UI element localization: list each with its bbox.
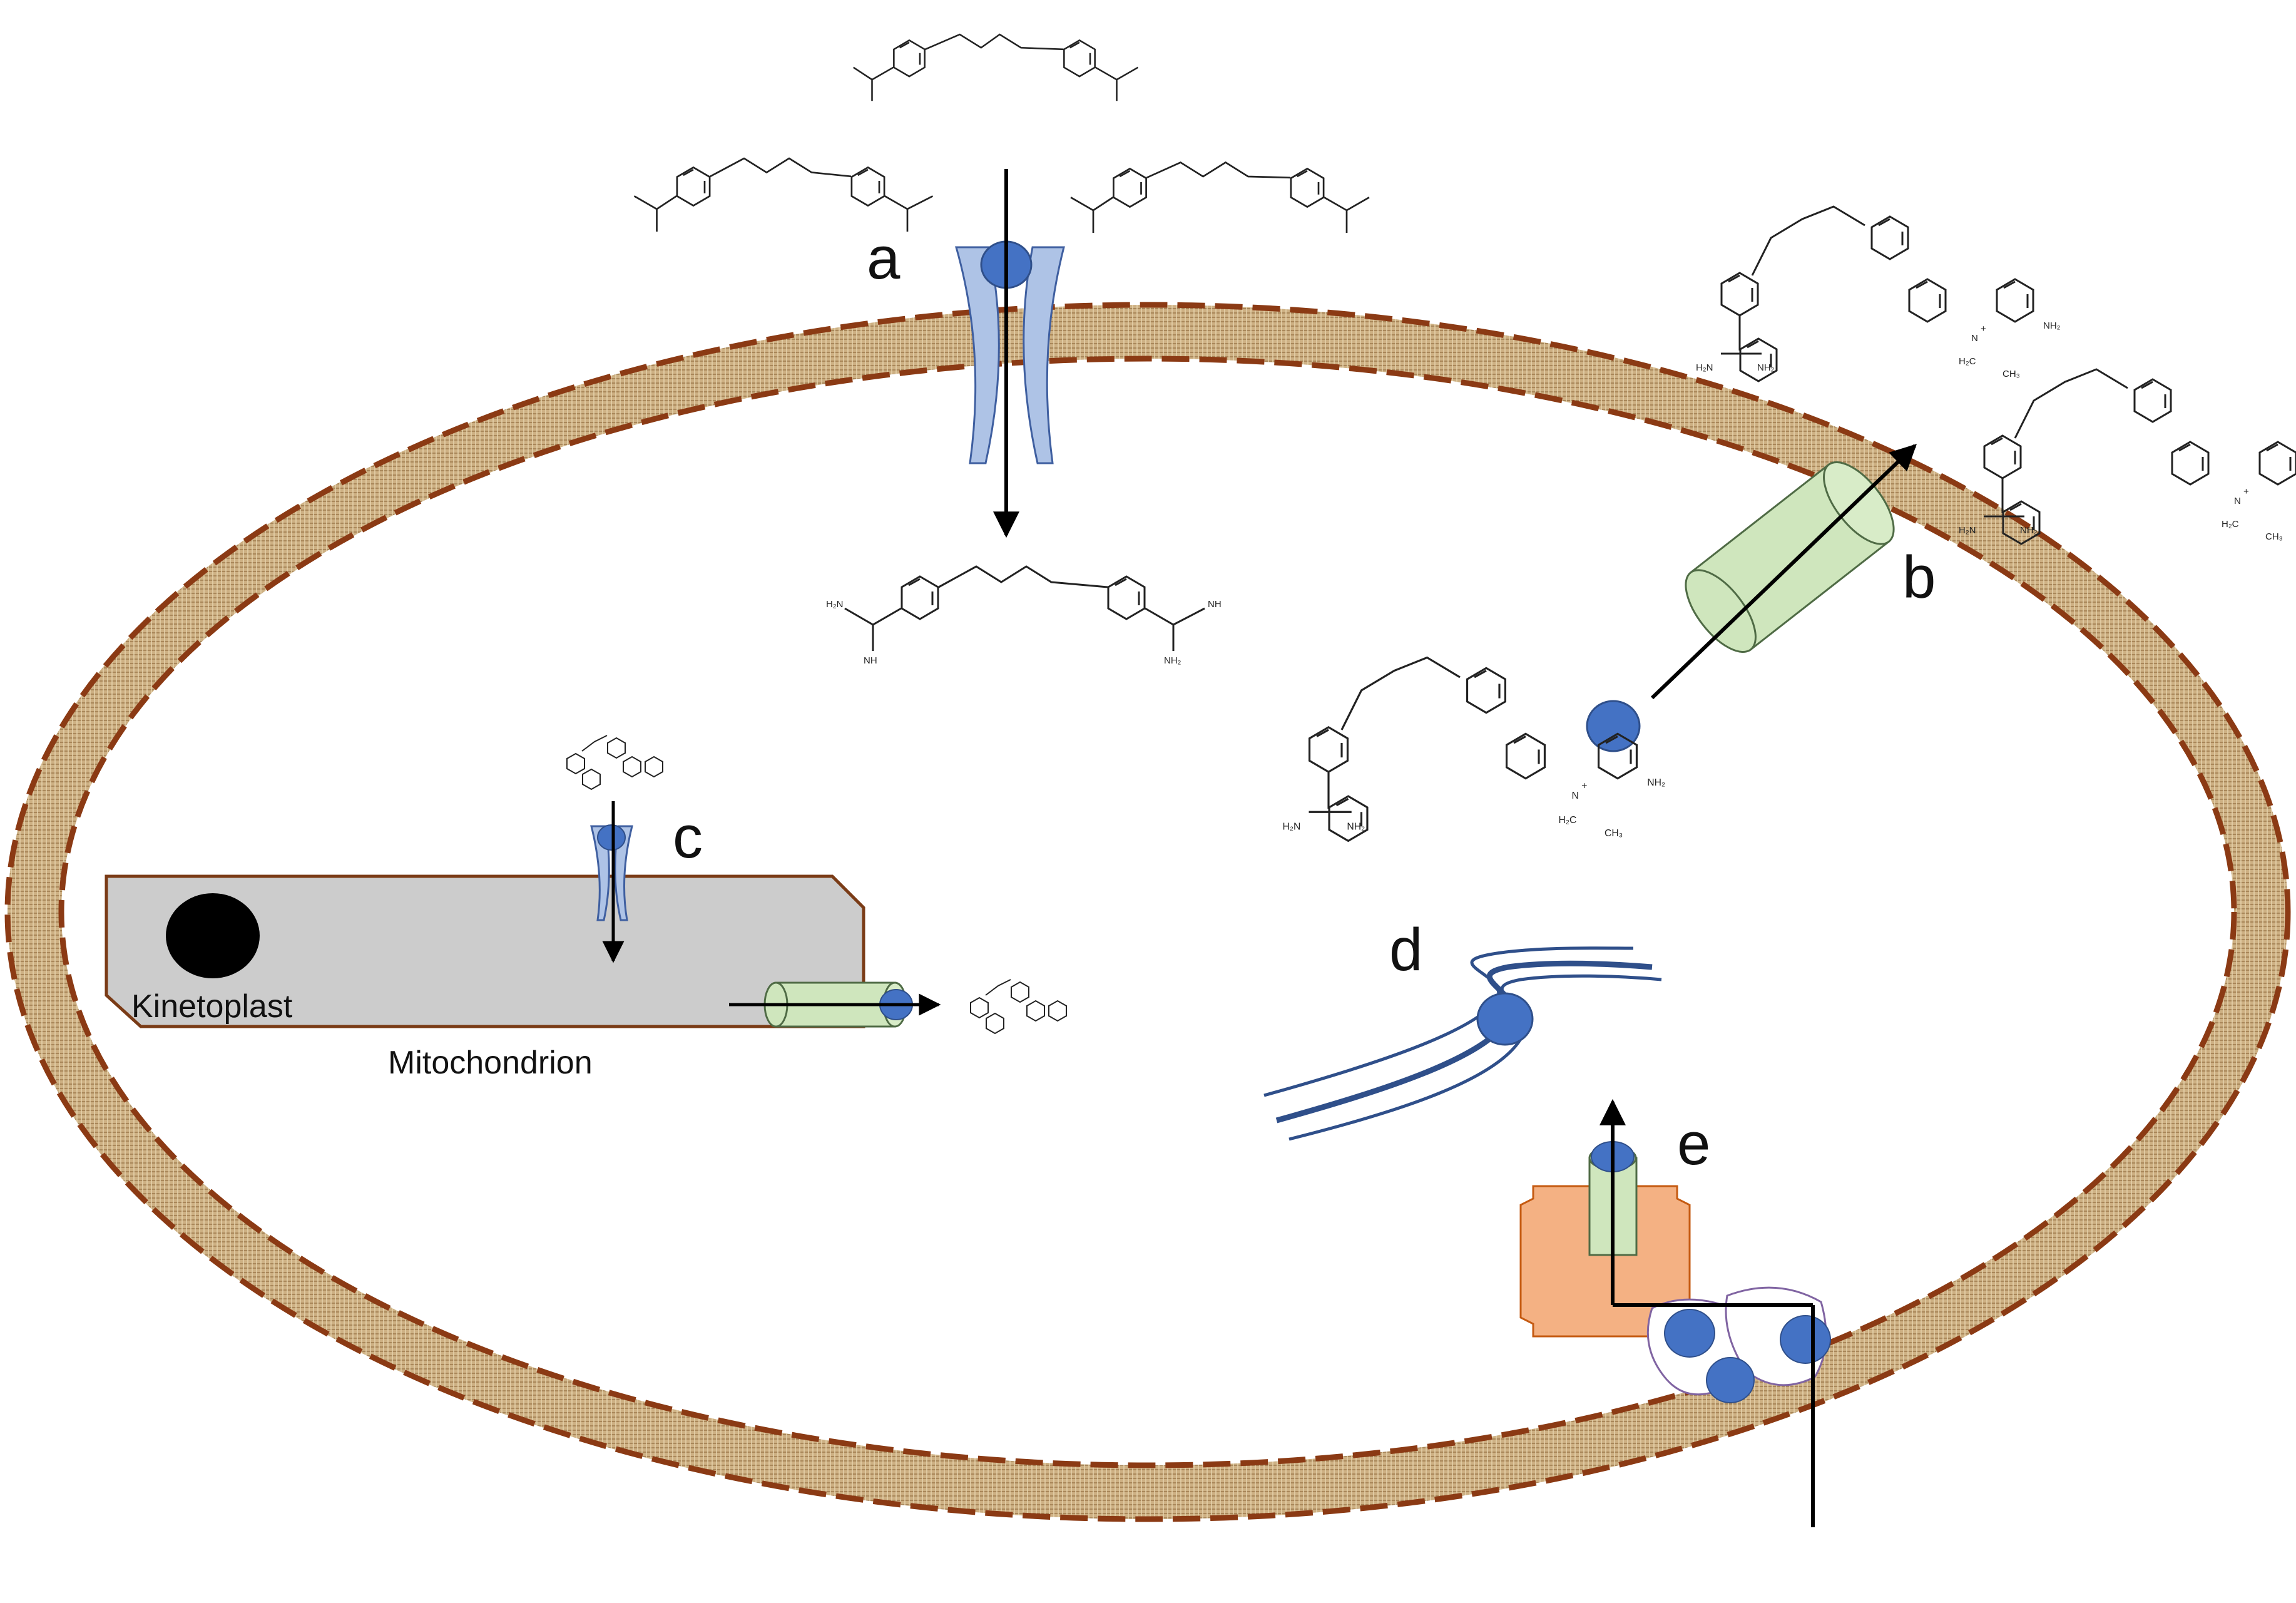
label-kinetoplast: Kinetoplast [131,988,293,1025]
formula-nh2-b3b: NH₂ [1647,777,1665,788]
formula-ch3-b2: CH₃ [2265,531,2283,542]
drug-molecule-d [1476,992,1534,1046]
formula-nh2-b1b: NH₂ [2043,320,2061,331]
formula-ch3-b3: CH₃ [1605,828,1623,839]
molecule-isometamidium-3: H₂N NH₂ N + H₂C CH₃ NH₂ [1283,656,1665,842]
drug-molecule-c [597,824,626,851]
formula-plus-b1: + [1981,324,1986,334]
label-d: d [1389,916,1422,983]
molecule-isometamidium-2: H₂N NH₂ N + H₂C CH₃ NH₂ [1959,368,2296,545]
molecule-small-c-right [970,979,1067,1034]
label-b: b [1902,544,1936,611]
dna-strands-d [1263,946,1662,1141]
molecule-diminazene-right [1070,161,1370,233]
molecule-diminazene-left [633,157,934,232]
formula-plus-b2: + [2243,486,2249,497]
arrow-b [1650,444,1917,700]
drug-molecule-e2 [1706,1357,1755,1403]
formula-n-b1: N [1971,333,1978,344]
formula-plus-b3: + [1581,781,1587,792]
molecule-diminazene-inside: H₂N NH NH NH₂ [826,565,1222,666]
formula-nh-a: NH [864,655,877,666]
label-a: a [867,225,901,292]
formula-ch3-b1: CH₃ [2003,369,2020,379]
molecule-isometamidium-1: H₂N NH₂ N + H₂C CH₃ NH₂ [1696,205,2061,382]
formula-nh-b: NH [1208,599,1222,610]
drug-molecule-b [1586,700,1641,752]
drug-molecule-e3 [1780,1315,1831,1364]
transporter-b [1586,444,1917,752]
formula-n-b3: N [1572,791,1579,801]
formula-nh2-b2: NH₂ [2020,525,2038,536]
label-mitochondrion: Mitochondrion [388,1045,593,1081]
molecule-small-c-top [566,735,663,790]
formula-h2c-b3: H₂C [1559,815,1577,826]
formula-n-b2: N [2234,496,2241,506]
label-e: e [1677,1110,1710,1177]
pathway-e [1600,1099,1815,1527]
receptor-e [1646,1286,1831,1403]
formula-h2n-a: H₂N [826,599,844,610]
mitochondrion [105,874,865,1028]
mito-transporter [729,981,941,1028]
formula-h2n-b1: H₂N [1696,362,1713,373]
kinetoplast-dot [166,893,260,978]
formula-h2c-b1: H₂C [1959,356,1976,367]
formula-nh2-b3: NH₂ [1347,822,1365,832]
formula-h2n-b3: H₂N [1283,822,1301,832]
cell-membrane [4,302,2291,1522]
formula-h2c-b2: H₂C [2222,519,2239,530]
channel-a [955,169,1065,538]
drug-molecule-e1 [1664,1309,1715,1358]
molecule-diminazene-top [853,33,1139,101]
channel-c [590,801,633,963]
label-c: c [673,804,703,871]
formula-h2n-b2: H₂N [1959,525,1976,536]
formula-nh2-a: NH₂ [1164,655,1181,666]
formula-nh2-b1: NH₂ [1757,362,1775,373]
